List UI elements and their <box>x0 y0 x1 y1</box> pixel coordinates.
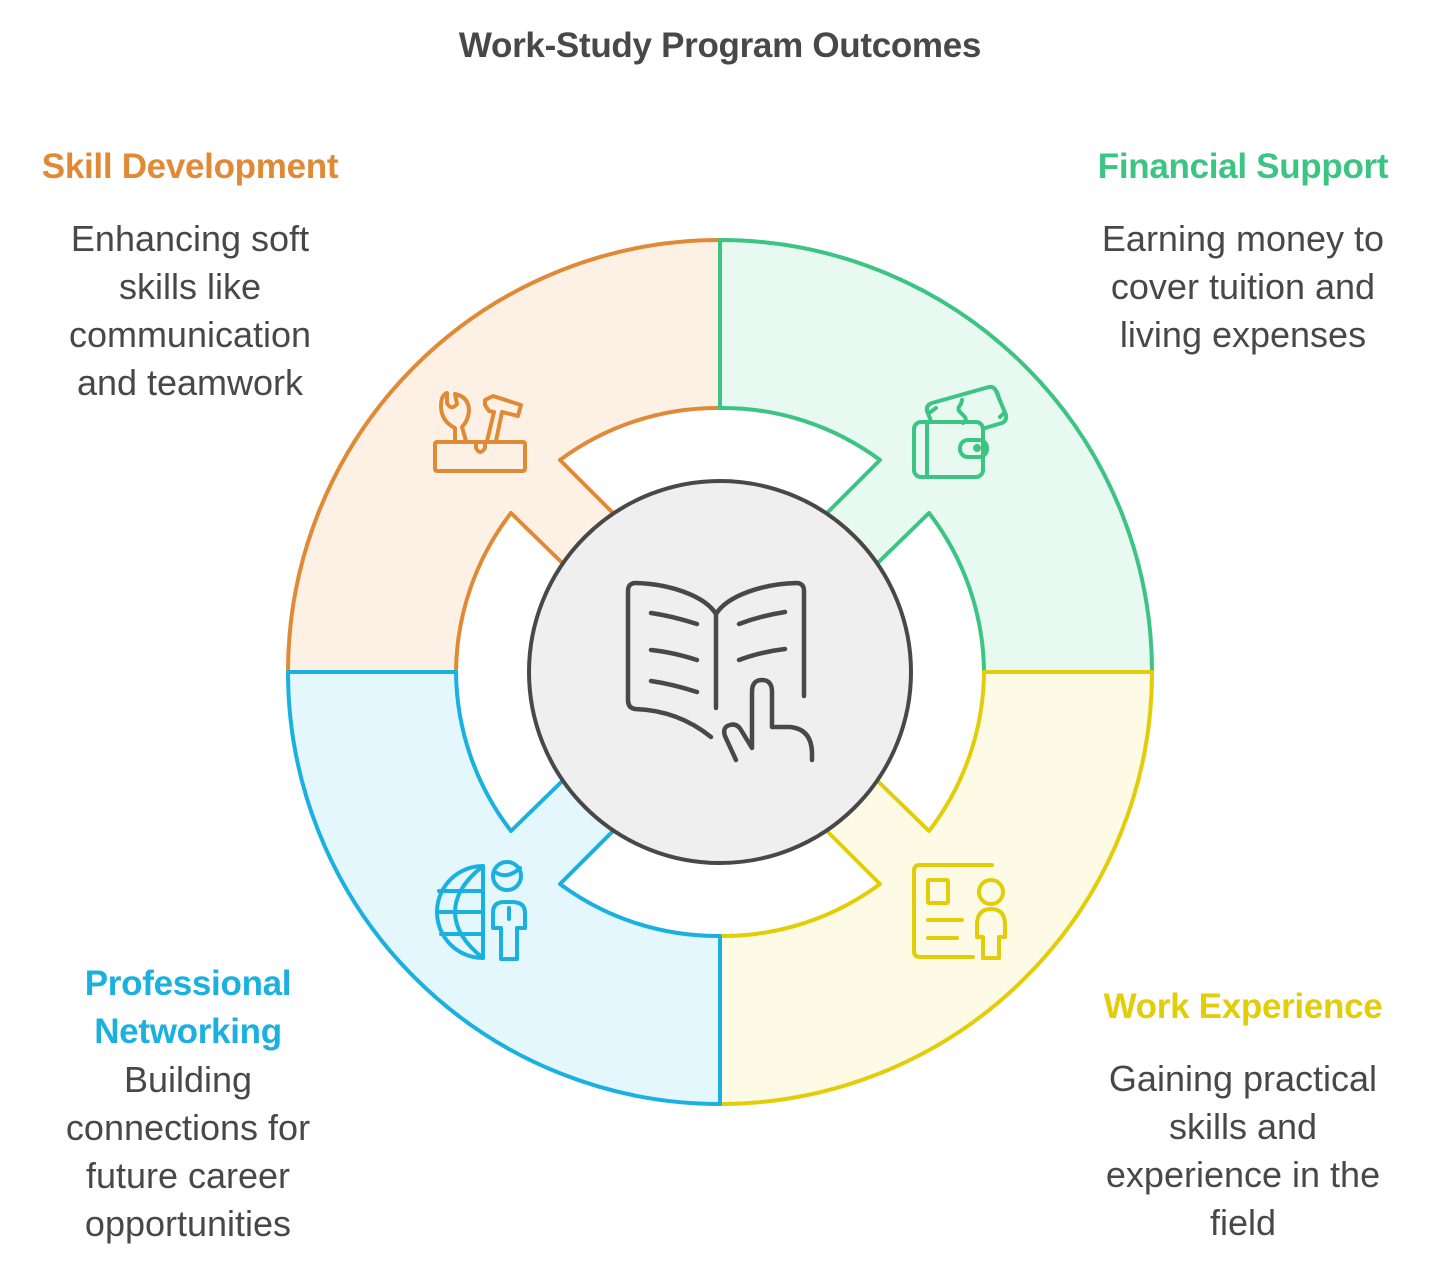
description-line: communication <box>68 314 312 355</box>
wallet-money-icon <box>912 384 1009 479</box>
diagram-title: Work-Study Program Outcomes <box>458 26 982 65</box>
description-line: Gaining practical <box>1108 1058 1378 1099</box>
book-reading-pointer-icon <box>625 580 815 763</box>
description-line: field <box>1209 1202 1277 1243</box>
heading-line: Networking <box>94 1012 282 1051</box>
skill-development-description: Enhancing soft skills like communication… <box>20 215 360 407</box>
financial-support-block: Financial Support Earning money to cover… <box>1073 143 1413 359</box>
resume-person-icon <box>912 863 1007 960</box>
professional-networking-block: Professional Networking Building connect… <box>18 960 358 1248</box>
description-line: connections for <box>65 1107 311 1148</box>
professional-networking-description: Building connections for future career o… <box>18 1056 358 1248</box>
financial-support-description: Earning money to cover tuition and livin… <box>1073 215 1413 359</box>
description-line: skills and <box>1168 1106 1318 1147</box>
description-line: Enhancing soft <box>70 218 310 259</box>
skill-development-heading: Skill Development <box>41 147 339 186</box>
description-line: and teamwork <box>76 362 304 403</box>
professional-networking-heading: Professional Networking <box>18 960 358 1056</box>
description-line: Earning money to <box>1101 218 1385 259</box>
toolbox-wrench-hammer-icon <box>433 391 527 473</box>
description-line: cover tuition and <box>1110 266 1376 307</box>
description-line: Building <box>123 1059 253 1100</box>
heading-line: Professional <box>84 964 292 1003</box>
description-line: living expenses <box>1119 314 1367 355</box>
skill-development-block: Skill Development Enhancing soft skills … <box>20 143 360 407</box>
work-experience-heading: Work Experience <box>1103 987 1383 1026</box>
description-line: skills like <box>118 266 261 307</box>
work-experience-description: Gaining practical skills and experience … <box>1073 1055 1413 1247</box>
description-line: opportunities <box>84 1203 292 1244</box>
description-line: future career <box>85 1155 291 1196</box>
globe-person-icon <box>435 860 527 961</box>
financial-support-heading: Financial Support <box>1097 147 1389 186</box>
center-circle <box>527 479 913 865</box>
work-experience-block: Work Experience Gaining practical skills… <box>1073 983 1413 1247</box>
description-line: experience in the <box>1105 1154 1381 1195</box>
